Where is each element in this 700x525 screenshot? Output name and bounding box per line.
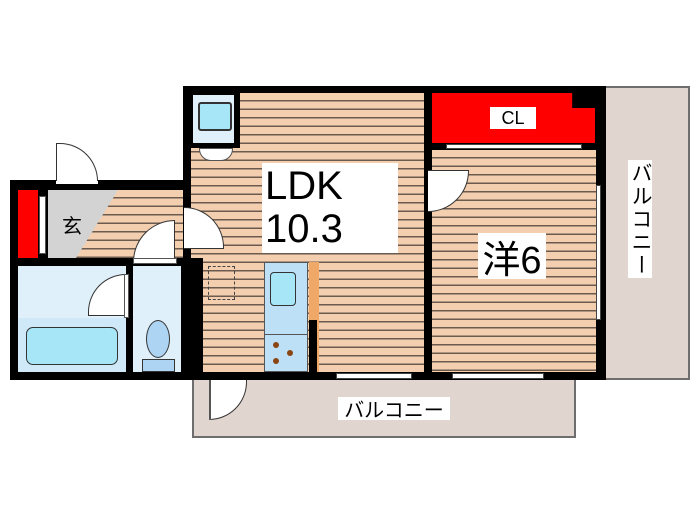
front-door-gap xyxy=(56,178,98,184)
bath-door-jamb xyxy=(124,274,129,318)
stove-divider xyxy=(264,334,308,335)
bedroom-side-window[interactable] xyxy=(596,185,601,320)
toilet-tank xyxy=(142,359,175,372)
bedroom-bottom-window[interactable] xyxy=(452,373,544,379)
stove-burner xyxy=(273,358,279,364)
bathtub xyxy=(26,327,118,365)
ldk-label-box: LDK 10.3 xyxy=(262,163,398,253)
floor-hatch[interactable] xyxy=(208,266,235,300)
counter-edge xyxy=(309,262,319,372)
toilet-bowl xyxy=(146,320,170,358)
ldk-room-name: LDK xyxy=(265,164,343,208)
fridge-icon xyxy=(198,102,232,131)
closet-door[interactable] xyxy=(446,144,582,149)
stove-burner xyxy=(273,342,279,348)
shoe-closet xyxy=(18,190,38,258)
shoe-closet-door[interactable] xyxy=(39,196,46,254)
toilet-door-jamb xyxy=(133,258,177,264)
entrance-label: 玄 xyxy=(62,216,82,238)
balcony-right-label: バルコニー xyxy=(628,160,652,278)
balcony-bottom-label: バルコニー xyxy=(338,397,450,422)
kitchen-sink xyxy=(270,272,296,306)
bedroom-label: 洋6 xyxy=(478,233,546,282)
counter-wall xyxy=(309,320,317,374)
front-door[interactable] xyxy=(56,143,98,181)
ldk-window[interactable] xyxy=(336,373,412,379)
stove-burner xyxy=(287,350,293,356)
ldk-room-size: 10.3 xyxy=(265,207,343,251)
closet-label: CL xyxy=(490,107,536,129)
ldk-left-wall xyxy=(183,258,203,380)
